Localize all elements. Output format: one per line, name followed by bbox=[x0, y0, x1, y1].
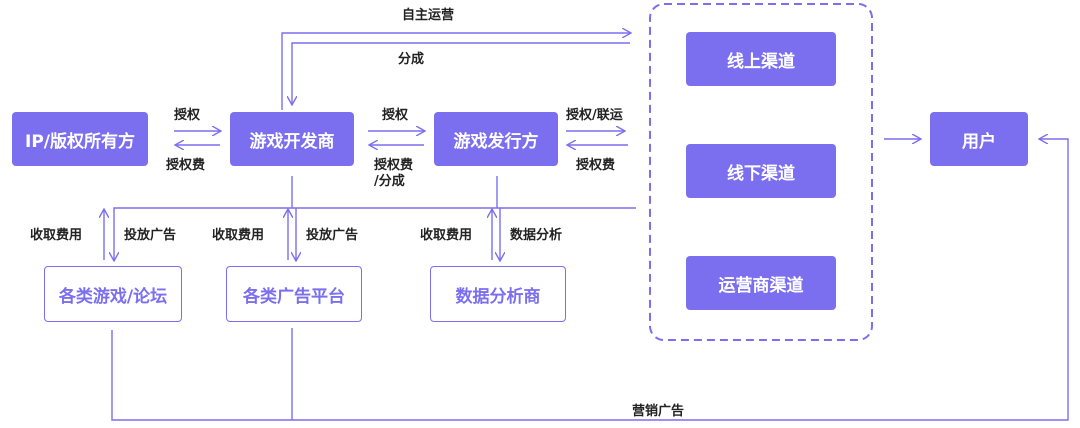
label-collect-fee-2: 收取费用 bbox=[212, 228, 265, 243]
label-license-fee-share: 授权费 /分成 bbox=[374, 158, 413, 190]
label-ad-placement-1: 投放广告 bbox=[124, 228, 177, 243]
node-user: 用户 bbox=[930, 112, 1028, 166]
revenue-share-arrow bbox=[292, 42, 630, 104]
label-license-fee-3: 授权费 bbox=[576, 158, 616, 173]
label-collect-fee-1: 收取费用 bbox=[30, 228, 83, 243]
marketing-ads-arrow bbox=[111, 139, 1069, 421]
label-revenue-share: 分成 bbox=[398, 52, 425, 67]
label-marketing-ads: 营销广告 bbox=[632, 404, 685, 419]
label-self-operation: 自主运营 bbox=[402, 8, 455, 23]
node-online-channel: 线上渠道 bbox=[686, 32, 836, 86]
node-ip-owner: IP/版权所有方 bbox=[12, 112, 148, 166]
label-license-2: 授权 bbox=[382, 108, 409, 123]
label-collect-fee-3: 收取费用 bbox=[420, 228, 473, 243]
node-game-developer: 游戏开发商 bbox=[230, 112, 354, 166]
node-ad-platform: 各类广告平台 bbox=[226, 266, 362, 322]
node-offline-channel: 线下渠道 bbox=[686, 144, 836, 198]
label-license-1: 授权 bbox=[174, 108, 201, 123]
self-operation-arrow bbox=[281, 33, 630, 110]
label-license-fee-share-line1: 授权费 bbox=[374, 158, 414, 173]
node-game-publisher: 游戏发行方 bbox=[434, 112, 558, 166]
channel-group-box bbox=[649, 3, 873, 341]
node-game-forum: 各类游戏/论坛 bbox=[44, 266, 182, 322]
label-license-fee-share-line2: /分成 bbox=[374, 174, 405, 189]
node-data-analyst: 数据分析商 bbox=[430, 266, 566, 322]
label-data-analysis: 数据分析 bbox=[510, 228, 563, 243]
label-ad-placement-2: 投放广告 bbox=[306, 228, 359, 243]
label-license-joint-op: 授权/联运 bbox=[566, 108, 623, 123]
label-license-fee-1: 授权费 bbox=[166, 158, 206, 173]
bottom-connector-line bbox=[114, 207, 636, 260]
node-operator-channel: 运营商渠道 bbox=[686, 256, 836, 310]
